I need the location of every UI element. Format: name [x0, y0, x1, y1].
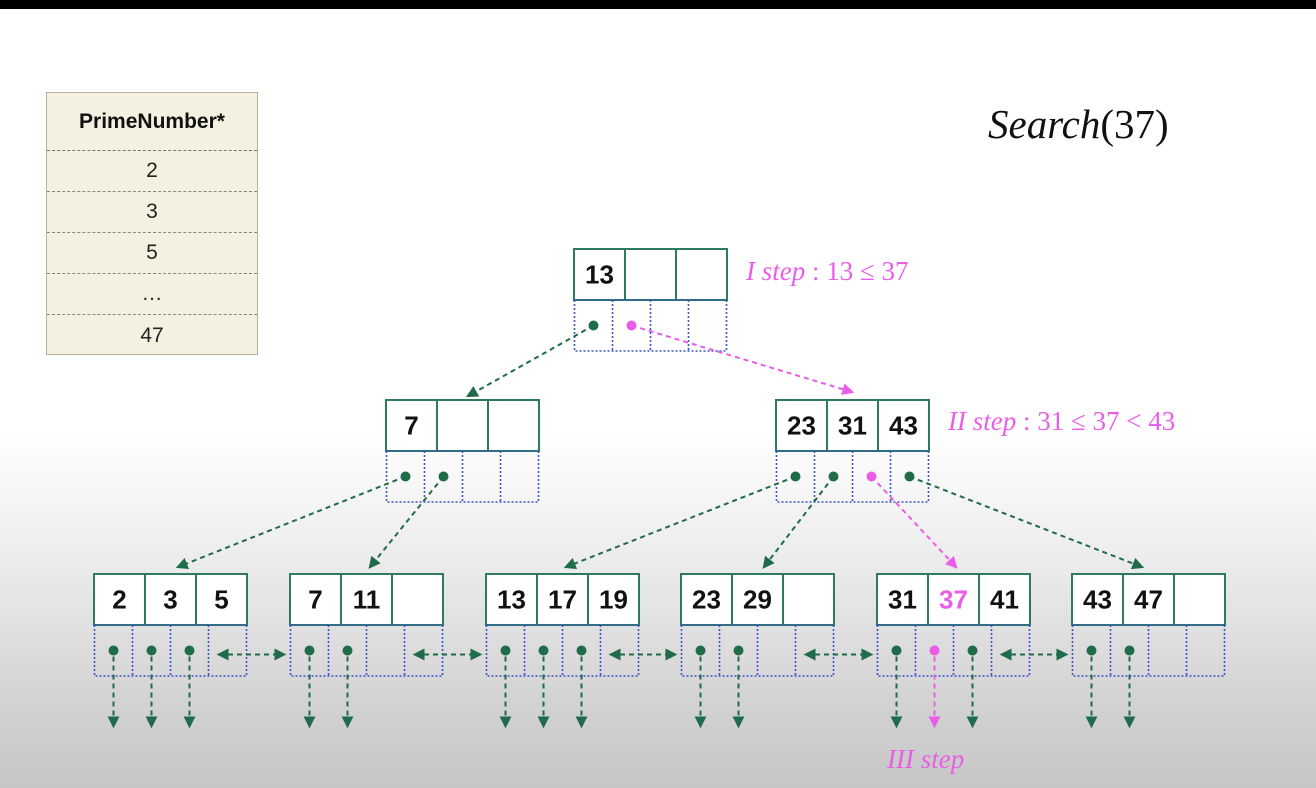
step-2-label: II step : 31 ≤ 37 < 43 — [948, 406, 1175, 437]
key-31: 31 — [888, 585, 917, 615]
leaf-node-3: 13 17 19 — [485, 573, 640, 677]
record-dot — [184, 645, 195, 656]
key-17: 17 — [548, 585, 577, 615]
record-dot — [108, 645, 119, 656]
key-13: 13 — [585, 260, 614, 290]
table-row: 47 — [140, 323, 164, 347]
record-dot — [342, 645, 353, 656]
key-7: 7 — [308, 585, 322, 615]
record-dot — [304, 645, 315, 656]
top-bar — [0, 0, 1316, 9]
step-2-name: II step — [948, 406, 1017, 436]
record-dot — [695, 645, 706, 656]
root-to-left-arrow — [465, 324, 594, 398]
key-41: 41 — [990, 585, 1019, 615]
step-3-label: III step — [887, 744, 964, 775]
internal-node-left: 7 — [385, 399, 540, 503]
key-13: 13 — [497, 585, 526, 615]
key-47: 47 — [1134, 585, 1163, 615]
table-header: PrimeNumber* — [47, 93, 257, 151]
step-2-expression: : 31 ≤ 37 < 43 — [1022, 406, 1176, 436]
leaf-node-4: 23 29 — [680, 573, 835, 677]
leaf-node-6-key-row — [1071, 573, 1226, 626]
key-29: 29 — [743, 585, 772, 615]
search-record-dot — [929, 645, 940, 656]
key-3: 3 — [163, 585, 177, 615]
table-row: 3 — [47, 192, 257, 233]
table-row: 2 — [47, 151, 257, 192]
record-dot — [733, 645, 744, 656]
internal-to-leaf-arrow — [563, 475, 796, 570]
key-43: 43 — [889, 411, 918, 441]
record-dot — [146, 645, 157, 656]
record-dot — [538, 645, 549, 656]
record-dot — [576, 645, 587, 656]
leaf-node-2: 7 11 — [289, 573, 444, 677]
key-37: 37 — [939, 585, 968, 615]
internal-to-leaf-arrow — [368, 475, 445, 569]
record-dot — [891, 645, 902, 656]
key-23: 23 — [787, 411, 816, 441]
record-dot — [967, 645, 978, 656]
prime-number-table: PrimeNumber* 2 3 5 … 47 — [46, 92, 258, 355]
key-19: 19 — [599, 585, 628, 615]
leaf-node-1-key-row — [93, 573, 248, 626]
leaf-node-1: 2 3 5 — [93, 573, 248, 677]
search-path-arrow-1 — [631, 324, 855, 395]
step-1-name: I step — [746, 256, 806, 286]
table-row: … — [47, 274, 257, 315]
record-dot — [500, 645, 511, 656]
key-11: 11 — [353, 585, 381, 615]
search-function-name: Search — [988, 101, 1101, 147]
internal-to-leaf-arrow — [175, 475, 406, 570]
key-5: 5 — [214, 585, 228, 615]
search-title: Search(37) — [988, 100, 1169, 148]
leaf-node-5: 31 37 41 — [876, 573, 1031, 677]
step-1-label: I step : 13 ≤ 37 — [746, 256, 909, 287]
record-dot — [1086, 645, 1097, 656]
step-3-name: III step — [887, 744, 965, 774]
search-path-arrow-2 — [870, 475, 958, 569]
key-2: 2 — [112, 585, 126, 615]
leaf-node-2-key-row — [289, 573, 444, 626]
leaf-node-6: 43 47 — [1071, 573, 1226, 677]
key-7: 7 — [404, 411, 418, 441]
root-node: 13 — [573, 248, 728, 352]
key-43: 43 — [1083, 585, 1112, 615]
internal-to-leaf-arrow — [909, 475, 1145, 570]
root-node-key-row — [573, 248, 728, 301]
record-dot — [1124, 645, 1135, 656]
internal-to-leaf-arrow — [762, 475, 835, 569]
table-row: 5 — [47, 233, 257, 274]
internal-node-right: 23 31 43 — [775, 399, 930, 503]
key-23: 23 — [692, 585, 721, 615]
step-1-expression: : 13 ≤ 37 — [811, 256, 909, 286]
search-argument: (37) — [1100, 101, 1169, 147]
key-31: 31 — [838, 411, 867, 441]
